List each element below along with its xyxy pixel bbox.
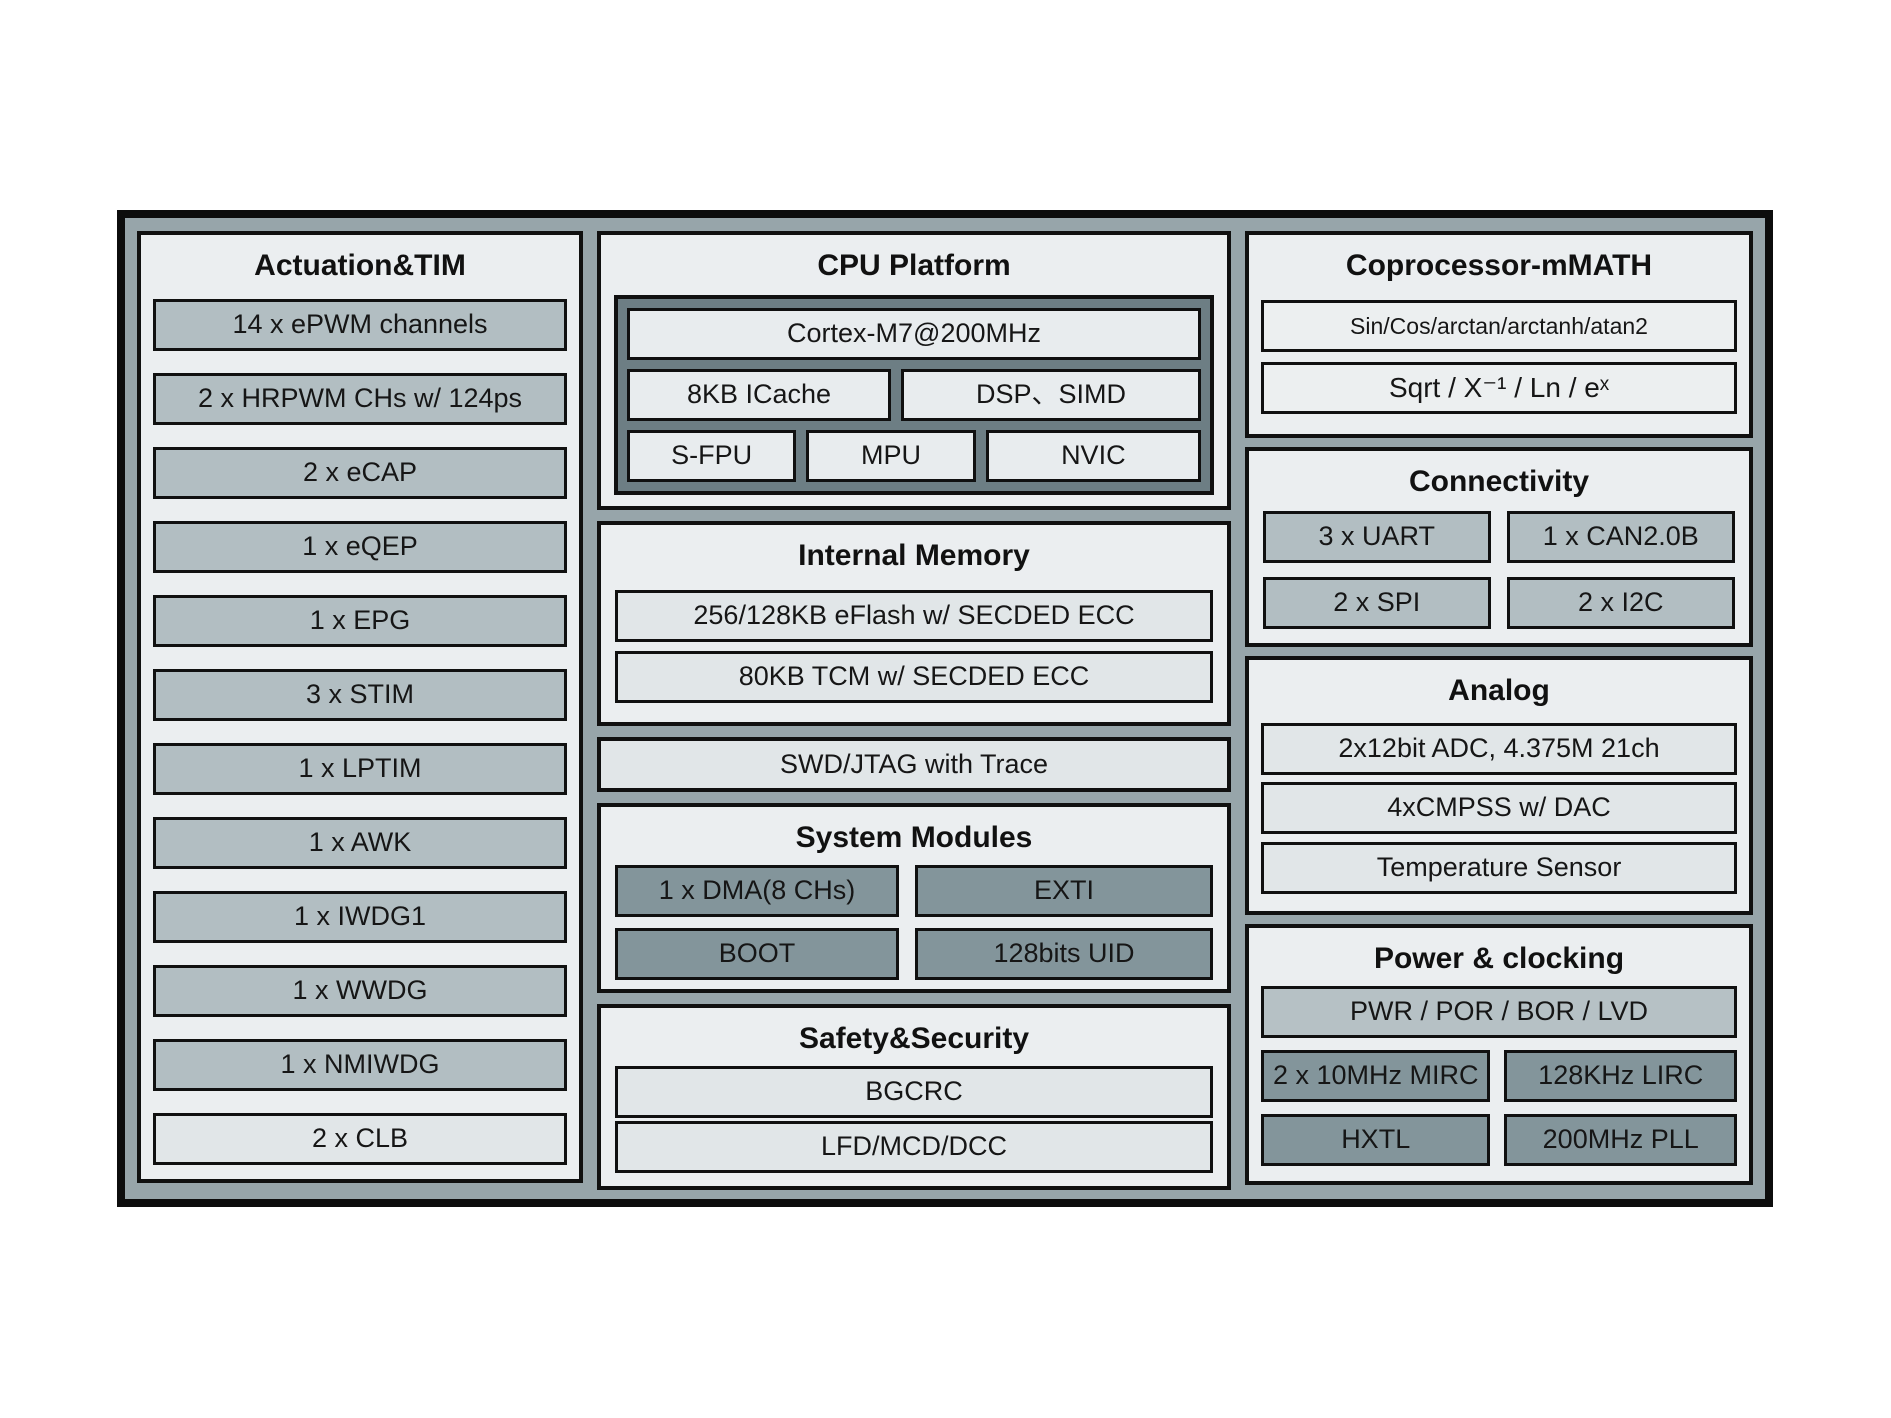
block-eflash: 256/128KB eFlash w/ SECDED ECC — [615, 589, 1213, 642]
column-right: Coprocessor-mMATH Sin/Cos/arctan/arctanh… — [1245, 231, 1753, 1191]
panel-system-modules: System Modules 1 x DMA(8 CHs) EXTI BOOT … — [597, 803, 1231, 993]
panel-cpu-platform: CPU Platform Cortex-M7@200MHz 8KB ICache… — [597, 231, 1231, 510]
block-lptim: 1 x LPTIM — [153, 742, 567, 795]
panel-coprocessor-mmath: Coprocessor-mMATH Sin/Cos/arctan/arctanh… — [1245, 231, 1753, 438]
system-items: 1 x DMA(8 CHs) EXTI BOOT 128bits UID — [601, 863, 1227, 992]
block-dsp-simd: DSP、SIMD — [901, 368, 1201, 421]
block-cmpss: 4xCMPSS w/ DAC — [1261, 782, 1737, 835]
memory-items: 256/128KB eFlash w/ SECDED ECC 80KB TCM … — [601, 581, 1227, 723]
column-middle: CPU Platform Cortex-M7@200MHz 8KB ICache… — [597, 231, 1231, 1191]
block-epg: 1 x EPG — [153, 594, 567, 647]
cpu-row-units: S-FPU MPU NVIC — [627, 429, 1201, 482]
block-awk: 1 x AWK — [153, 816, 567, 869]
panel-safety-security: Safety&Security BGCRC LFD/MCD/DCC — [597, 1004, 1231, 1190]
column-left: Actuation&TIM 14 x ePWM channels 2 x HRP… — [137, 231, 583, 1191]
system-title: System Modules — [795, 821, 1033, 854]
panel-analog: Analog 2x12bit ADC, 4.375M 21ch 4xCMPSS … — [1245, 656, 1753, 915]
cpu-core-cluster: Cortex-M7@200MHz 8KB ICache DSP、SIMD S-F… — [614, 294, 1214, 495]
block-eqep: 1 x eQEP — [153, 520, 567, 573]
block-lfd-mcd-dcc: LFD/MCD/DCC — [615, 1121, 1213, 1174]
block-mpu: MPU — [806, 429, 976, 482]
block-mirc: 2 x 10MHz MIRC — [1261, 1049, 1491, 1102]
block-sfpu: S-FPU — [627, 429, 797, 482]
block-exti: EXTI — [915, 864, 1213, 917]
panel-power-clocking: Power & clocking PWR / POR / BOR / LVD 2… — [1245, 924, 1753, 1185]
block-wwdg: 1 x WWDG — [153, 964, 567, 1017]
safety-title: Safety&Security — [798, 1022, 1030, 1055]
block-can: 1 x CAN2.0B — [1506, 511, 1735, 563]
coprocessor-items: Sin/Cos/arctan/arctanh/atan2 Sqrt / X⁻¹ … — [1249, 291, 1749, 435]
cpu-row-cache: 8KB ICache DSP、SIMD — [627, 368, 1201, 421]
block-icache: 8KB ICache — [627, 368, 892, 421]
connectivity-title: Connectivity — [1408, 465, 1590, 498]
block-ecap: 2 x eCAP — [153, 446, 567, 499]
analog-items: 2x12bit ADC, 4.375M 21ch 4xCMPSS w/ DAC … — [1249, 716, 1749, 912]
block-i2c: 2 x I2C — [1506, 576, 1735, 629]
block-stim: 3 x STIM — [153, 668, 567, 721]
block-tcm: 80KB TCM w/ SECDED ECC — [615, 650, 1213, 703]
block-dma: 1 x DMA(8 CHs) — [615, 864, 900, 917]
block-pwr-por-bor-lvd: PWR / POR / BOR / LVD — [1261, 985, 1737, 1038]
connectivity-items: 3 x UART 1 x CAN2.0B 2 x SPI 2 x I2C — [1249, 507, 1749, 644]
block-sqrt-ln-exp: Sqrt / X⁻¹ / Ln / eˣ — [1261, 362, 1737, 415]
block-swd-jtag-trace: SWD/JTAG with Trace — [779, 748, 1049, 779]
block-nvic: NVIC — [985, 429, 1201, 482]
block-lirc: 128KHz LIRC — [1504, 1049, 1737, 1102]
block-clb: 2 x CLB — [153, 1112, 567, 1165]
power-title: Power & clocking — [1373, 942, 1625, 975]
block-pll: 200MHz PLL — [1504, 1113, 1737, 1166]
panel-connectivity: Connectivity 3 x UART 1 x CAN2.0B 2 x SP… — [1245, 447, 1753, 647]
block-boot: BOOT — [615, 927, 900, 980]
block-uid: 128bits UID — [915, 927, 1213, 980]
block-nmiwdg: 1 x NMIWDG — [153, 1038, 567, 1091]
block-cortex-m7: Cortex-M7@200MHz — [627, 307, 1201, 360]
memory-title: Internal Memory — [798, 539, 1030, 572]
block-hxtl: HXTL — [1261, 1113, 1491, 1166]
block-temp-sensor: Temperature Sensor — [1261, 841, 1737, 894]
actuation-items: 14 x ePWM channels 2 x HRPWM CHs w/ 124p… — [141, 291, 579, 1180]
analog-title: Analog — [1448, 674, 1550, 707]
panel-actuation-tim: Actuation&TIM 14 x ePWM channels 2 x HRP… — [137, 231, 583, 1183]
block-iwdg1: 1 x IWDG1 — [153, 890, 567, 943]
safety-items: BGCRC LFD/MCD/DCC — [601, 1064, 1227, 1187]
block-bgcrc: BGCRC — [615, 1066, 1213, 1119]
block-adc: 2x12bit ADC, 4.375M 21ch — [1261, 722, 1737, 775]
cpu-title: CPU Platform — [817, 249, 1011, 282]
panel-internal-memory: Internal Memory 256/128KB eFlash w/ SECD… — [597, 521, 1231, 726]
block-trig-functions: Sin/Cos/arctan/arctanh/atan2 — [1261, 300, 1737, 353]
actuation-title: Actuation&TIM — [254, 249, 466, 282]
block-hrpwm: 2 x HRPWM CHs w/ 124ps — [153, 372, 567, 425]
soc-block-diagram: Actuation&TIM 14 x ePWM channels 2 x HRP… — [117, 210, 1773, 1207]
block-uart: 3 x UART — [1263, 511, 1491, 563]
power-items: 2 x 10MHz MIRC 128KHz LIRC HXTL 200MHz P… — [1249, 1038, 1749, 1182]
coprocessor-title: Coprocessor-mMATH — [1345, 249, 1653, 282]
block-epwm-channels: 14 x ePWM channels — [153, 298, 567, 351]
block-spi: 2 x SPI — [1263, 576, 1491, 629]
panel-swd-jtag: SWD/JTAG with Trace — [597, 737, 1231, 792]
